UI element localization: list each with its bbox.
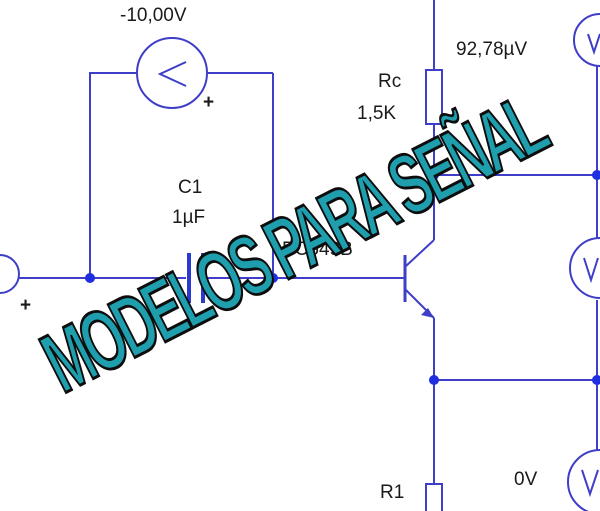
transistor-emitter-arrow <box>421 308 434 318</box>
voltmeter-right-middle <box>569 237 600 299</box>
voltmeter-left <box>0 254 20 294</box>
capacitor-value: 1µF <box>172 207 206 228</box>
resistor-r1-body <box>425 483 443 511</box>
resistor-rc-label: Rc <box>378 71 402 92</box>
voltmeter-right-bottom-v-symbol <box>581 469 599 498</box>
voltmeter-right-top <box>573 13 600 67</box>
transistor-collector-lead <box>405 239 435 267</box>
wire-top-loop <box>89 72 137 278</box>
voltmeter-top-plus: + <box>203 92 215 113</box>
node-right-bottom <box>592 375 600 385</box>
voltmeter-left-plus: + <box>20 295 32 316</box>
voltmeter-top-reading: -10,00V <box>120 5 187 26</box>
resistor-r1-label: R1 <box>380 482 405 503</box>
voltmeter-right-middle-v-symbol <box>583 257 599 284</box>
resistor-rc-body <box>425 69 443 125</box>
node-collector <box>429 170 439 180</box>
node-input <box>85 273 95 283</box>
voltmeter-right-top-v-symbol <box>587 33 600 56</box>
transistor-model-label: BC549B <box>282 239 353 260</box>
node-right-top <box>592 170 600 180</box>
capacitor-label: C1 <box>178 177 203 198</box>
voltmeter-right-bottom-reading: 0V <box>514 469 538 490</box>
voltmeter-top <box>136 37 208 109</box>
resistor-rc-value: 1,5K <box>357 103 397 124</box>
voltmeter-top-v-symbol <box>157 61 187 87</box>
voltmeter-right-top-reading: 92,78µV <box>456 39 528 60</box>
node-emitter <box>429 375 439 385</box>
voltmeter-right-bottom <box>567 449 600 511</box>
node-base <box>268 273 278 283</box>
